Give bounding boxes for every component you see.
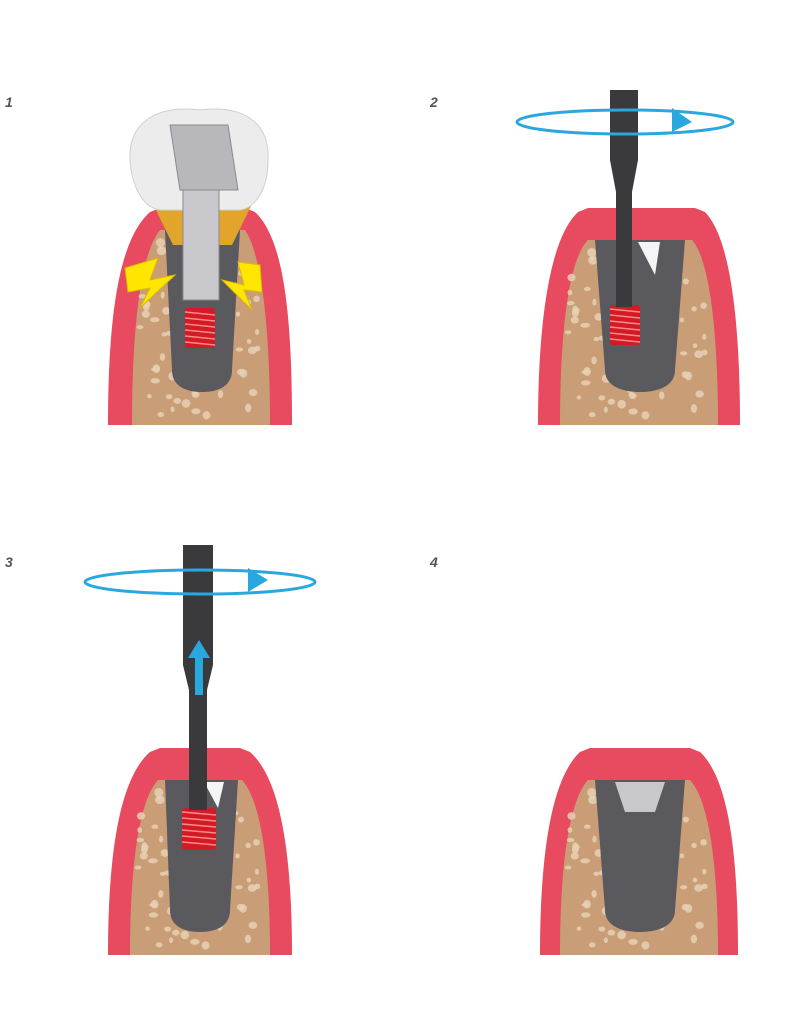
step-1-illustration — [108, 108, 292, 425]
lightning-bolt-right-icon — [220, 261, 263, 311]
rotation-arrow-icon — [515, 108, 735, 136]
step-1-panel: 1 — [0, 80, 400, 550]
dental-implant — [595, 780, 685, 932]
rotation-arrow-icon — [83, 568, 317, 596]
step-3-number: 3 — [5, 554, 13, 570]
abutment — [169, 124, 239, 301]
step-4-panel: 4 — [410, 540, 807, 1010]
extracted-screw — [181, 808, 217, 850]
loose-screw — [609, 305, 641, 345]
step-4-number: 4 — [430, 554, 438, 570]
lightning-bolt-left-icon — [124, 257, 177, 309]
upward-arrow-icon — [188, 640, 210, 695]
step-3-illustration — [83, 545, 317, 955]
step-4-illustration — [540, 748, 738, 955]
step-2-number: 2 — [430, 94, 438, 110]
step-3-panel: 3 — [0, 540, 400, 1010]
step-1-number: 1 — [5, 94, 13, 110]
screwdriver — [183, 545, 213, 810]
loose-screw — [184, 308, 216, 348]
step-2-illustration — [515, 90, 740, 425]
screwdriver — [610, 90, 638, 307]
step-2-panel: 2 — [410, 80, 807, 550]
